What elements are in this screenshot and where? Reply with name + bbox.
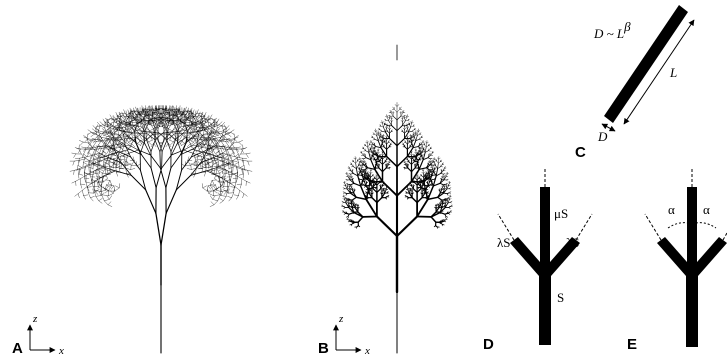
length-label: L	[669, 65, 677, 80]
axis-z-label-b: z	[338, 313, 344, 325]
branch-cylinder	[604, 5, 688, 123]
label-lambda-s-left: λS	[497, 235, 511, 250]
panel-a: z x A	[12, 106, 252, 356]
axis-indicator-b: z x	[336, 313, 370, 356]
panel-c: D ~ Lβ L D C	[575, 5, 694, 161]
panel-e: α α E	[627, 168, 727, 353]
label-alpha-right: α	[703, 202, 710, 217]
fractal-tree-umbrella	[70, 106, 252, 354]
scaling-equation: D ~ Lβ	[593, 19, 631, 41]
label-mu-s: μS	[554, 206, 568, 221]
panel-letter-e: E	[627, 336, 637, 353]
trunk-segment-e	[686, 268, 698, 347]
label-lambda-s-right: λS	[566, 235, 580, 250]
label-s-trunk: S	[557, 290, 564, 305]
panel-letter-c: C	[575, 144, 586, 161]
panel-letter-a: A	[12, 340, 23, 356]
axis-indicator-a: z x	[30, 313, 64, 356]
axis-z-label-a: z	[32, 313, 38, 325]
fractal-tree-conifer	[341, 45, 452, 353]
panel-d: μS λS λS S D	[483, 168, 592, 353]
diameter-label: D	[597, 129, 608, 144]
label-alpha-left: α	[668, 202, 675, 217]
panel-letter-b: B	[318, 340, 329, 356]
axis-x-label-a: x	[58, 345, 64, 356]
axis-x-label-b: x	[364, 345, 370, 356]
trunk-segment-d	[539, 268, 551, 345]
panel-letter-d: D	[483, 336, 494, 353]
panel-b: z x B	[318, 45, 453, 356]
upper-segment-d	[540, 187, 550, 275]
upper-segment-e	[687, 187, 697, 275]
